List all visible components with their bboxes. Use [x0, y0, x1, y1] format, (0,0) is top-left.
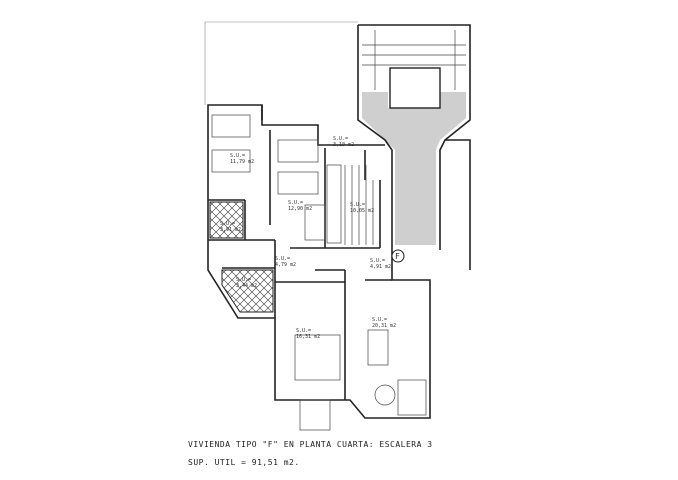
room-label-bedroom-3: S.U.=12,90 m2 [288, 200, 312, 212]
room-label-bathroom-2: S.U.=3,44 m2 [236, 277, 257, 289]
svg-text:S.U.=: S.U.= [275, 256, 290, 262]
svg-text:11,79 m2: 11,79 m2 [230, 159, 254, 165]
room-label-kitchen: S.U.=10,05 m2 [350, 202, 374, 214]
interior-walls [208, 105, 392, 400]
svg-text:S.U.=: S.U.= [230, 153, 245, 159]
stair-core-left [357, 25, 393, 250]
svg-text:S.U.=: S.U.= [372, 317, 387, 323]
stair-steps [362, 30, 466, 90]
svg-text:S.U.=: S.U.= [333, 136, 348, 142]
furniture [211, 114, 427, 431]
site-boundary [204, 21, 358, 105]
stair-core [358, 24, 471, 250]
svg-text:20,31 m2: 20,31 m2 [372, 323, 396, 329]
svg-text:S.U.=: S.U.= [350, 202, 365, 208]
svg-text:3,91 m2: 3,91 m2 [220, 227, 241, 233]
common-corridor [362, 92, 466, 245]
bathroom-1-tiles [209, 201, 244, 239]
bathroom-2-tiles [221, 269, 274, 313]
svg-text:4,91 m2: 4,91 m2 [370, 264, 391, 270]
svg-text:3,44 m2: 3,44 m2 [236, 283, 257, 289]
svg-text:10,05 m2: 10,05 m2 [350, 208, 374, 214]
room-label-bedroom-2: S.U.=11,79 m2 [230, 153, 254, 165]
total-area: SUP. UTIL = 91,51 m2. [188, 458, 300, 467]
apartment-outline [207, 104, 431, 419]
stair-well [389, 67, 441, 109]
svg-text:S.U.=: S.U.= [288, 200, 303, 206]
room-label-toilet: S.U.=3,10 m2 [333, 136, 354, 148]
svg-text:S.U.=: S.U.= [296, 328, 311, 334]
room-label-master-bedroom: S.U.=16,31 m2 [296, 328, 320, 340]
kitchen-floor [326, 164, 374, 245]
svg-text:4,79 m2: 4,79 m2 [275, 262, 296, 268]
svg-text:S.U.=: S.U.= [370, 258, 385, 264]
room-label-living-dining: S.U.=20,31 m2 [372, 317, 396, 329]
room-label-hall: S.U.=4,79 m2 [275, 256, 296, 268]
room-label-bathroom-1: S.U.=3,91 m2 [220, 221, 241, 233]
svg-text:3,10 m2: 3,10 m2 [333, 142, 354, 148]
stair-mark: F [395, 252, 400, 261]
stair-mark-circle [391, 249, 405, 263]
plan-title: VIVIENDA TIPO "F" EN PLANTA CUARTA: ESCA… [188, 440, 433, 449]
svg-text:12,90 m2: 12,90 m2 [288, 206, 312, 212]
svg-text:S.U.=: S.U.= [220, 221, 235, 227]
neighbour-wall [445, 139, 471, 270]
svg-text:S.U.=: S.U.= [236, 277, 251, 283]
room-label-entrance: S.U.=4,91 m2 [370, 258, 391, 270]
svg-text:16,31 m2: 16,31 m2 [296, 334, 320, 340]
